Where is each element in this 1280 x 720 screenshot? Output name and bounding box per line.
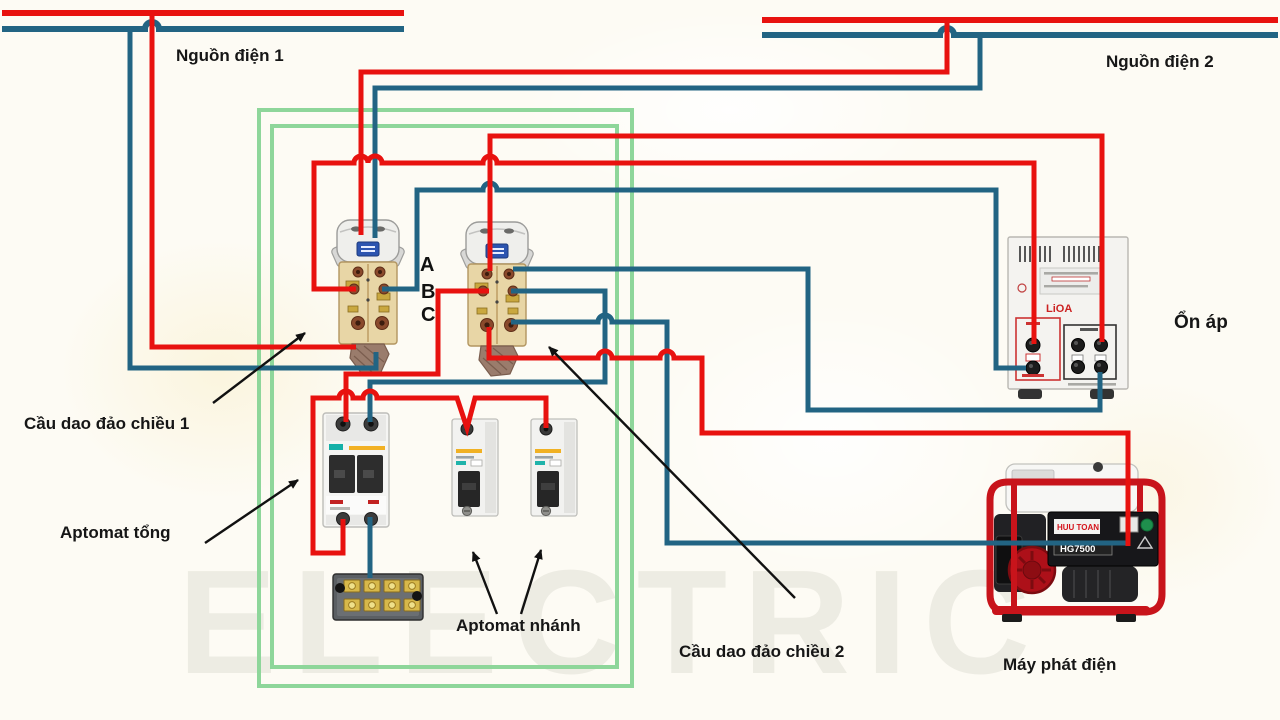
label-main-breaker: Aptomat tổng xyxy=(60,523,171,542)
voltage-stabilizer: LiOA xyxy=(1007,236,1129,399)
wire-stabilizer-out-to-switch2-neutral xyxy=(513,266,1103,413)
arrow-to-switch1 xyxy=(212,332,306,404)
generator-model-text: HG7500 xyxy=(1060,544,1095,555)
label-branch-breaker: Aptomat nhánh xyxy=(456,616,581,635)
stabilizer-brand-text: LiOA xyxy=(1046,303,1072,315)
label-changeover-switch-1: Cầu dao đảo chiều 1 xyxy=(24,414,190,433)
recoil-starter xyxy=(1007,545,1057,595)
branch-breaker-2 xyxy=(530,418,578,517)
label-phase-b: B xyxy=(421,281,436,303)
wire-source1-neutral-drop xyxy=(127,29,379,371)
panel-box-outer xyxy=(257,108,634,688)
label-stabilizer: Ổn áp xyxy=(1174,312,1228,333)
label-phase-c: C xyxy=(421,304,436,326)
arrow-to-branch-breaker-1 xyxy=(471,551,499,615)
wire-switch2-to-generator-hot xyxy=(486,327,1131,546)
wire-switch2-to-generator-neutral xyxy=(511,312,1126,546)
wire-stabilizer-out-to-switch2-hot xyxy=(487,133,1105,342)
arrow-to-branch-breaker-2 xyxy=(519,549,543,615)
wire-source1-neutral-bus xyxy=(2,19,404,32)
label-changeover-switch-2: Cầu dao đảo chiều 2 xyxy=(679,642,845,661)
terminal-block xyxy=(332,573,424,621)
label-phase-a: A xyxy=(420,254,435,276)
label-source-1: Nguồn điện 1 xyxy=(176,46,284,65)
panel-box-inner xyxy=(270,124,619,669)
generator-brand-text: HUU TOAN xyxy=(1057,523,1099,532)
wire-source2-neutral-bus xyxy=(762,25,1278,38)
label-source-2: Nguồn điện 2 xyxy=(1106,52,1214,71)
arrow-to-main-breaker xyxy=(204,479,299,544)
branch-breaker-1 xyxy=(451,418,499,517)
main-breaker xyxy=(322,412,390,528)
changeover-switch-2 xyxy=(458,221,536,377)
watermark-text: ELECTRIC xyxy=(178,540,1046,705)
wire-source2-neutral-feed xyxy=(372,35,983,238)
label-generator: Máy phát điện xyxy=(1003,655,1117,674)
wire-breaker-to-branch-breakers-hot xyxy=(310,388,549,556)
wire-switch2-to-main-breaker-neutral xyxy=(367,288,608,422)
generator: HUU TOAN HG7500 xyxy=(986,462,1166,622)
arrow-to-switch2 xyxy=(548,346,796,599)
changeover-switch-1 xyxy=(329,219,407,375)
